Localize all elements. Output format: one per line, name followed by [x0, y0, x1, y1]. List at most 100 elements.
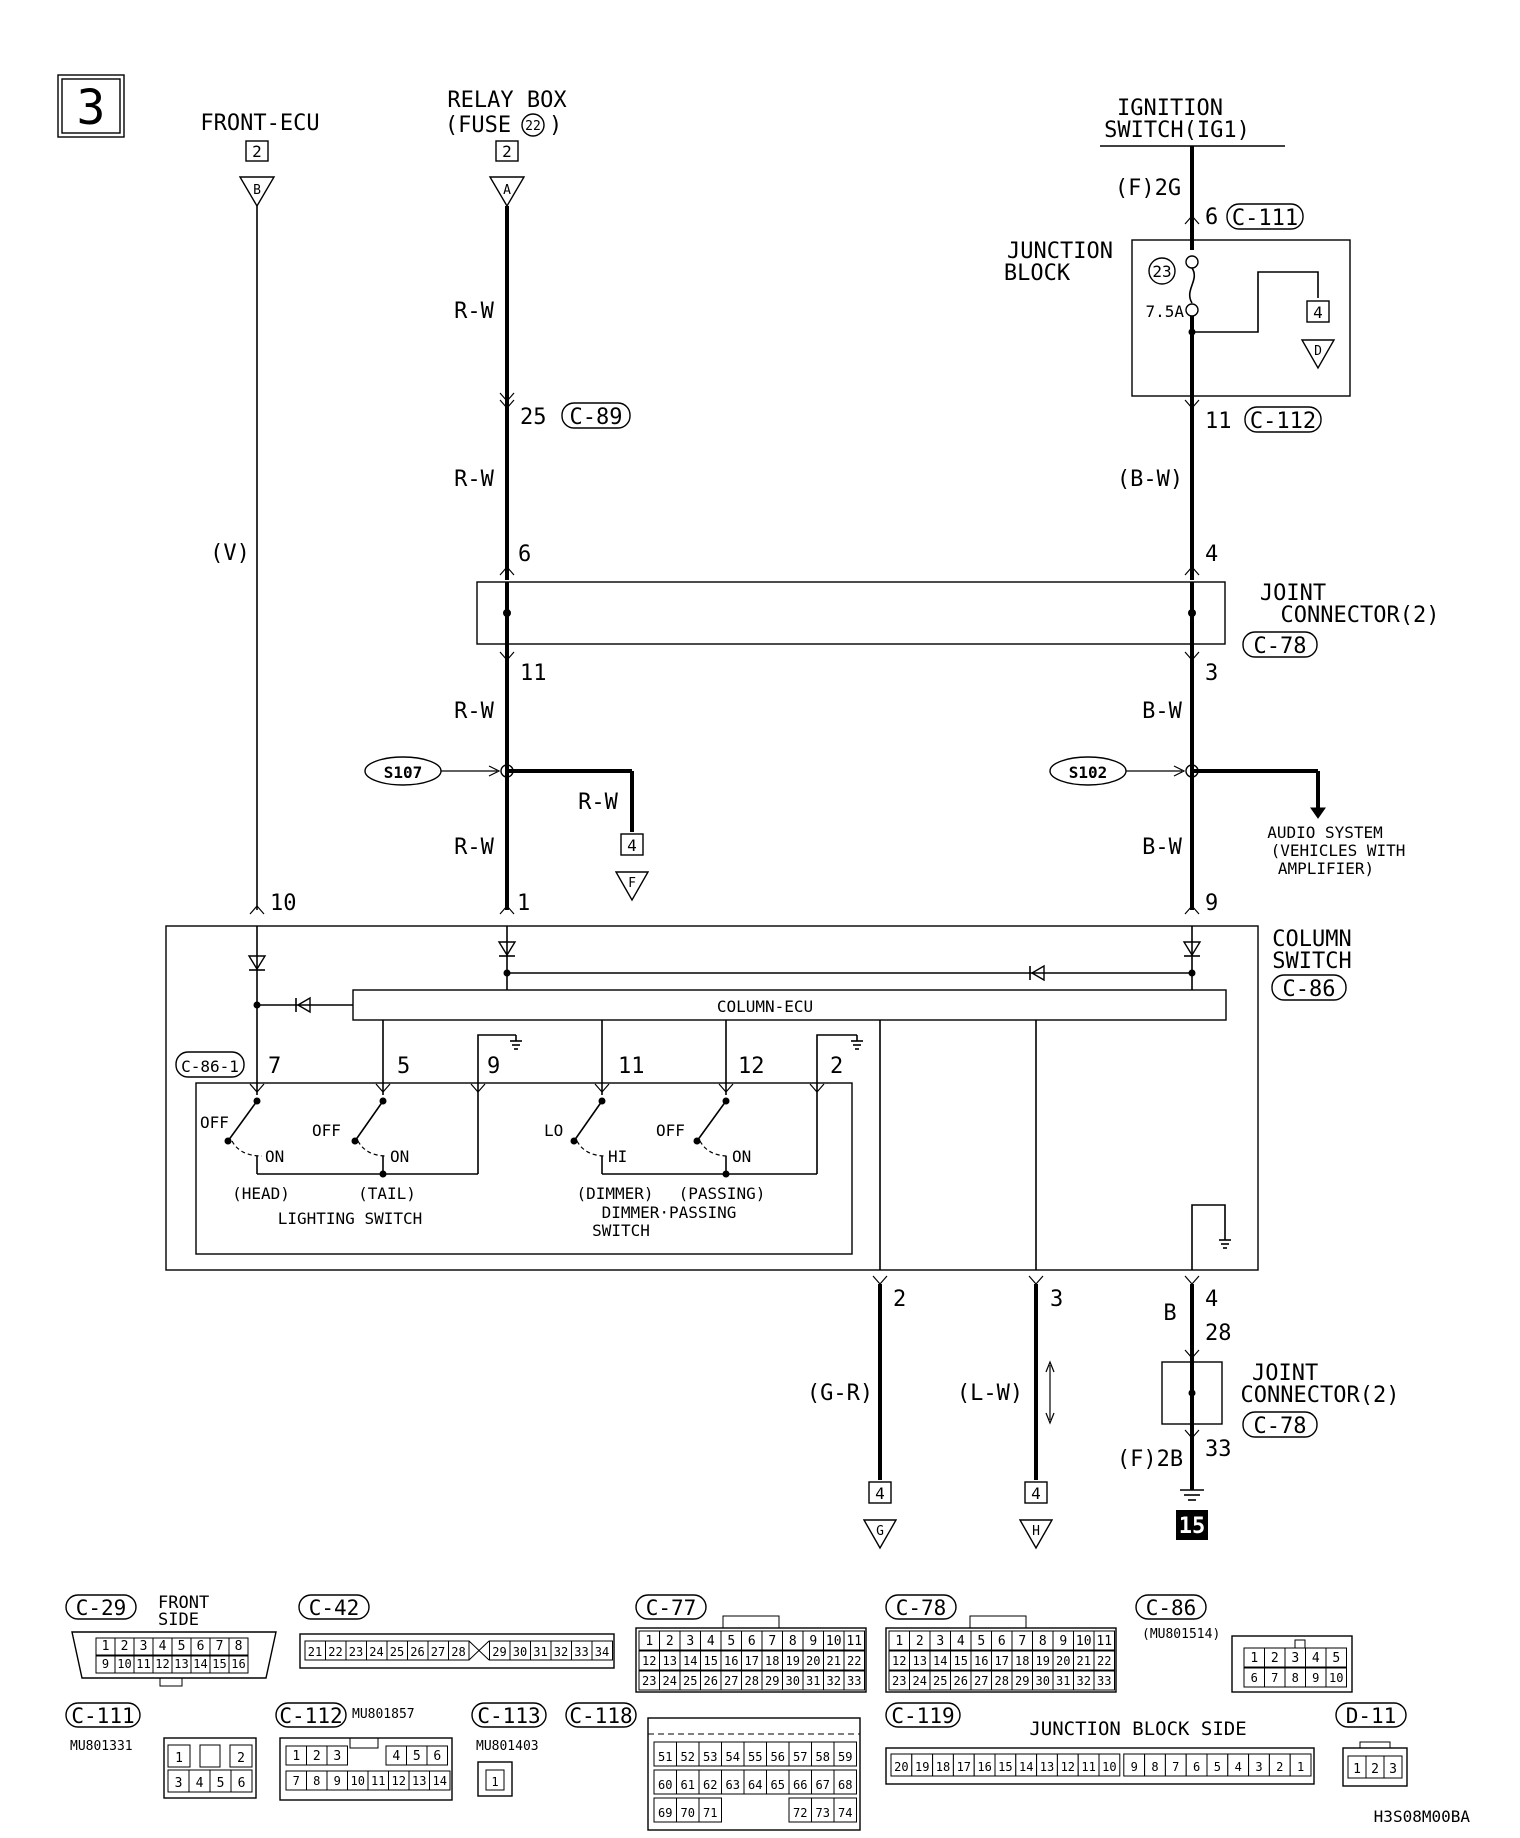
pin-2b: 2 [830, 1054, 843, 1079]
c119-pin-7: 7 [1172, 1760, 1179, 1774]
c29-pin-5: 5 [178, 1639, 186, 1654]
c118-pin-51: 51 [658, 1750, 672, 1764]
junction-rating: 7.5A [1145, 302, 1184, 321]
pin-28: 28 [1205, 1321, 1232, 1346]
c86-pin-6: 6 [1251, 1671, 1258, 1685]
c112-pin-10: 10 [351, 1774, 365, 1788]
c119-pin-1: 1 [1297, 1760, 1304, 1774]
relay-box-fuse-close: ) [549, 113, 562, 138]
c77-pin-11: 11 [846, 1634, 862, 1649]
c86-pin-3: 3 [1291, 1651, 1299, 1666]
c77-pin-7: 7 [768, 1634, 776, 1649]
junction-label-1: JUNCTION [1007, 239, 1113, 264]
c111-pin-3: 3 [175, 1776, 183, 1791]
d11-pin-3: 3 [1389, 1762, 1397, 1777]
on-2: ON [390, 1147, 409, 1166]
c42-pin-25: 25 [390, 1645, 404, 1659]
c112-part: MU801857 [352, 1707, 415, 1722]
c77-pin-10: 10 [826, 1634, 842, 1649]
c86-part: (MU801514) [1142, 1627, 1220, 1642]
wire-b: B [1163, 1301, 1176, 1326]
junction-box-num: 4 [1313, 303, 1323, 322]
relay-box-fuse-num: 22 [525, 119, 541, 134]
s107-arrow: F [628, 876, 636, 891]
c118-pin-74: 74 [838, 1806, 852, 1820]
c118-pin-60: 60 [658, 1778, 672, 1792]
g-box-num: 4 [875, 1484, 885, 1503]
pin-3-out: 3 [1050, 1287, 1063, 1312]
c78-pin-3: 3 [936, 1634, 944, 1649]
conn-c89: C-89 [570, 405, 623, 430]
c118-pin-53: 53 [703, 1750, 717, 1764]
c118-label: C-118 [569, 1704, 632, 1728]
dp-label-2: SWITCH [592, 1221, 650, 1240]
c78-pin-24: 24 [913, 1674, 927, 1688]
c77-pin-2: 2 [666, 1634, 674, 1649]
c78-pin-7: 7 [1018, 1634, 1026, 1649]
c112-pin-7: 7 [293, 1774, 300, 1788]
c29-pin-1: 1 [102, 1639, 110, 1654]
audio-label-2: (VEHICLES WITH [1271, 841, 1406, 860]
c78-pin-23: 23 [892, 1674, 906, 1688]
c113-part: MU801403 [476, 1739, 539, 1754]
jc-top-label-1: JOINT [1260, 581, 1326, 606]
off-2: OFF [312, 1121, 341, 1140]
c42-pin-30: 30 [513, 1645, 527, 1659]
c77-pin-5: 5 [727, 1634, 735, 1649]
c118-pin-61: 61 [681, 1778, 695, 1792]
c78-pin-9: 9 [1059, 1634, 1067, 1649]
output-h: 3 (L-W) 4 H [957, 1275, 1063, 1550]
c77-pin-20: 20 [806, 1654, 820, 1668]
c118-pin-68: 68 [838, 1778, 852, 1792]
c86-pin-9: 9 [1312, 1671, 1319, 1685]
pin-6-c111: 6 [1205, 205, 1218, 230]
c77-pin-17: 17 [745, 1654, 759, 1668]
c29-pin-2: 2 [121, 1639, 129, 1654]
c42-pin-28: 28 [451, 1645, 465, 1659]
head-label: (HEAD) [232, 1184, 290, 1203]
c42-pin-29: 29 [492, 1645, 506, 1659]
c112-pin-11: 11 [371, 1774, 385, 1788]
pin-11-c112: 11 [1205, 409, 1232, 434]
pin-11b: 11 [618, 1054, 645, 1079]
h-arrow: H [1032, 1524, 1040, 1539]
c78-pin-8: 8 [1039, 1634, 1047, 1649]
c78-pin-20: 20 [1056, 1654, 1070, 1668]
c78-pin-12: 12 [892, 1654, 906, 1668]
c111-label: C-111 [71, 1704, 134, 1728]
c78-pin-18: 18 [1015, 1654, 1029, 1668]
junction-block: JUNCTION BLOCK 23 7.5A 4 D [1004, 239, 1351, 397]
c78-pin-31: 31 [1056, 1674, 1070, 1688]
c78-pin-22: 22 [1097, 1654, 1111, 1668]
off-1: OFF [200, 1113, 229, 1132]
c118-pin-59: 59 [838, 1750, 852, 1764]
c78-pin-6: 6 [998, 1634, 1006, 1649]
c77-pin-26: 26 [704, 1674, 718, 1688]
c119-pin-16: 16 [977, 1760, 991, 1774]
s107-box-num: 4 [627, 836, 637, 855]
c118-pin-70: 70 [681, 1806, 695, 1820]
wire-bw-label-1: B-W [1142, 699, 1182, 724]
column-ecu-label: COLUMN-ECU [717, 997, 813, 1016]
c112-pin-6: 6 [433, 1749, 441, 1764]
junction-arrow: D [1314, 344, 1322, 359]
ignition-label-1: IGNITION [1117, 96, 1223, 121]
c111-pin-1: 1 [175, 1751, 183, 1766]
c118-pin-67: 67 [816, 1778, 830, 1792]
h-box-num: 4 [1031, 1484, 1041, 1503]
c86-pin-2: 2 [1271, 1651, 1279, 1666]
c42-pin-26: 26 [410, 1645, 424, 1659]
c86-pin-10: 10 [1329, 1671, 1343, 1685]
sub-conn-label: C-86-1 [181, 1057, 239, 1076]
c77-pin-27: 27 [724, 1674, 738, 1688]
c112-pin-13: 13 [412, 1774, 426, 1788]
wire-bw-paren: (B-W) [1117, 467, 1183, 492]
dp-label-1: DIMMER·PASSING [602, 1203, 737, 1222]
c78-pin-1: 1 [895, 1634, 903, 1649]
c112-pin-4: 4 [392, 1749, 400, 1764]
jc-bottom-label-2: CONNECTOR(2) [1241, 1383, 1400, 1408]
column-switch-label-2: SWITCH [1272, 949, 1351, 974]
pin-33: 33 [1205, 1437, 1232, 1462]
wire-lw: (L-W) [957, 1381, 1023, 1406]
c112-pin-5: 5 [413, 1749, 421, 1764]
